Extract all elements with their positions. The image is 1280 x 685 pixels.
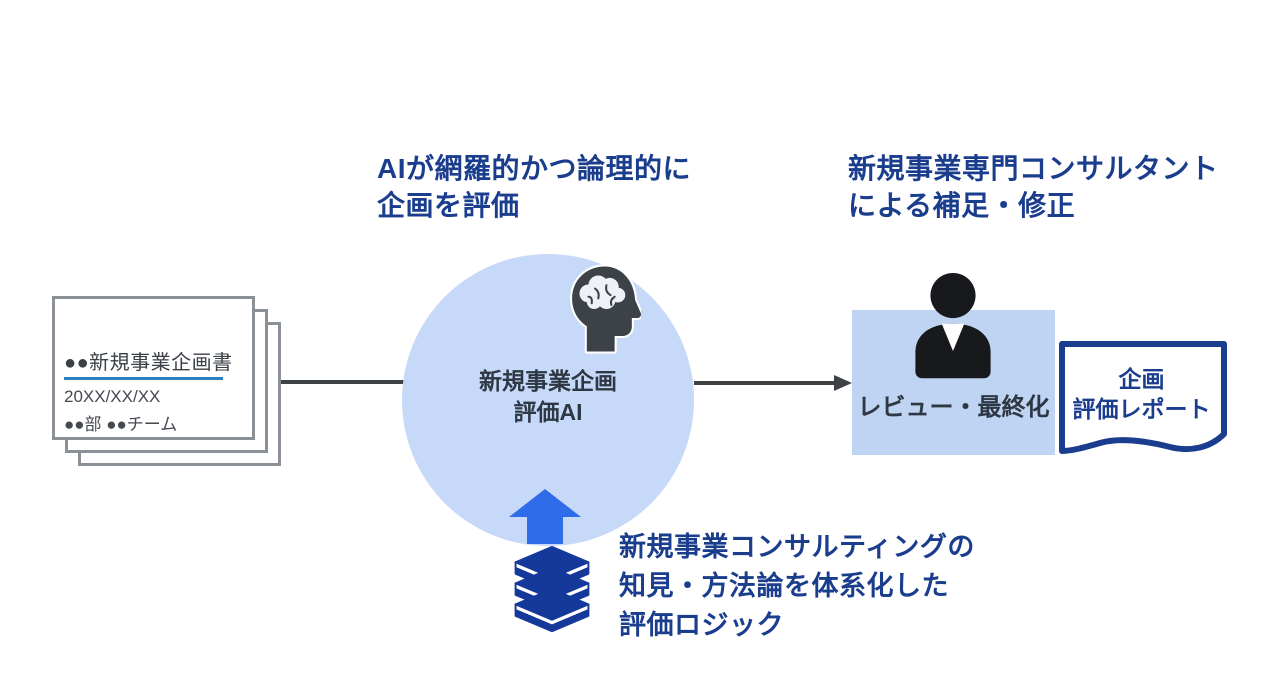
books-icon (504, 545, 600, 642)
logic-note: 新規事業コンサルティングの 知見・方法論を体系化した 評価ロジック (619, 528, 975, 645)
connector-doc-to-ai (281, 380, 405, 384)
logic-note-line2: 知見・方法論を体系化した (619, 571, 949, 601)
consultant-caption-line1: 新規事業専門コンサルタント (848, 153, 1219, 184)
report-label: 企画 評価レポート (1058, 364, 1225, 424)
ai-node-label-line1: 新規事業企画 (479, 368, 617, 394)
ai-caption-line2: 企画を評価 (377, 190, 520, 221)
report-document (1058, 340, 1228, 467)
connector-ai-to-review (694, 374, 854, 397)
ai-caption: AIが網羅的かつ論理的に 企画を評価 (377, 150, 691, 224)
review-node-label: レビュー・最終化 (857, 394, 1050, 421)
consultant-person-icon (906, 272, 1000, 387)
document-title: ●●新規事業企画書 (64, 352, 233, 374)
report-label-line1: 企画 (1118, 366, 1165, 392)
document-page-front (52, 296, 255, 440)
document-date: 20XX/XX/XX (64, 387, 161, 406)
logic-note-line1: 新規事業コンサルティングの (619, 532, 975, 562)
ai-caption-line1: AIが網羅的かつ論理的に (377, 153, 692, 184)
consultant-caption: 新規事業専門コンサルタント による補足・修正 (848, 150, 1219, 224)
document-team: ●●部 ●●チーム (64, 415, 178, 434)
logic-note-line3: 評価ロジック (619, 610, 784, 640)
logic-up-arrow (509, 489, 581, 549)
ai-node-label: 新規事業企画 評価AI (432, 366, 664, 428)
ai-node-label-line2: 評価AI (513, 399, 583, 425)
brain-head-icon (567, 264, 644, 359)
document-title-underline (64, 377, 223, 380)
consultant-caption-line2: による補足・修正 (848, 190, 1076, 221)
report-label-line2: 評価レポート (1072, 396, 1211, 422)
